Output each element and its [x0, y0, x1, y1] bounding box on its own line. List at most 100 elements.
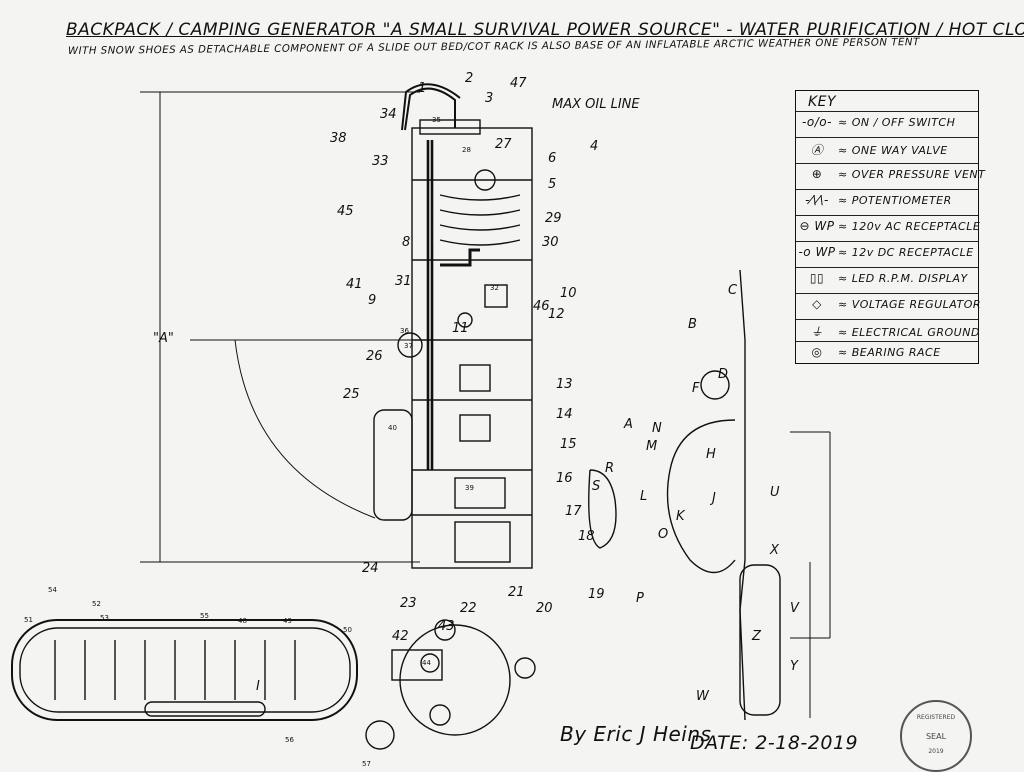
letter-label: D	[718, 367, 728, 382]
letter-label: K	[676, 509, 686, 524]
part-label: 17	[565, 504, 582, 519]
key-item-switch: -o/o-≈ ON / OFF SWITCH	[796, 115, 980, 129]
key-item-ac: ⊖ WP≈ 120v AC RECEPTACLE	[796, 219, 980, 233]
letter-label: B	[688, 317, 697, 332]
part-label: 5	[548, 177, 556, 192]
part-label: 4	[590, 139, 598, 154]
key-item-vent: ⊕≈ OVER PRESSURE VENT	[796, 167, 985, 181]
part-label: 45	[337, 204, 354, 219]
letter-label: L	[640, 489, 647, 504]
part-label: 38	[330, 131, 347, 146]
ground-icon: ⏚	[810, 325, 824, 339]
letter-label: J	[709, 491, 716, 506]
part-label: 23	[400, 596, 417, 611]
dc-receptacle-icon: -o WP	[798, 245, 836, 259]
letter-label: O	[658, 527, 668, 542]
part-label: 35	[432, 116, 441, 124]
part-label: 3	[485, 91, 493, 106]
key-item-valve: Ⓐ≈ ONE WAY VALVE	[796, 141, 980, 158]
part-label: 1	[418, 81, 426, 96]
part-label: 40	[388, 424, 397, 432]
letter-label: A	[623, 417, 633, 432]
part-label: 44	[422, 659, 431, 667]
letter-label: C	[728, 283, 738, 298]
part-label: 56	[285, 736, 294, 744]
part-label: 27	[495, 137, 512, 152]
valve-icon: Ⓐ	[810, 143, 824, 157]
part-label: 25	[343, 387, 360, 402]
dimension-a-label: "A"	[153, 331, 174, 346]
fuel-tank	[373, 409, 413, 521]
part-label: 18	[578, 529, 595, 544]
potentiometer-icon: -⁄\⁄\-	[805, 193, 829, 207]
part-label: 30	[542, 235, 559, 250]
part-label: 12	[548, 307, 565, 322]
part-label: 22	[460, 601, 477, 616]
bearing-assembly	[365, 619, 536, 750]
part-label: 24	[362, 561, 379, 576]
part-label: 52	[92, 600, 101, 608]
part-label: 50	[343, 626, 352, 634]
part-label: 54	[48, 586, 57, 594]
part-label: 36	[400, 327, 409, 335]
part-9-wheel	[397, 332, 423, 358]
letter-label: M	[646, 439, 657, 454]
date: DATE: 2-18-2019	[690, 732, 859, 754]
key-heading: KEY	[808, 94, 837, 110]
part-label: 49	[283, 617, 292, 625]
part-label: 53	[100, 614, 109, 622]
letter-label: S	[592, 479, 600, 494]
part-label: 33	[372, 154, 389, 169]
letter-label: I	[256, 679, 260, 694]
part-label: 41	[346, 277, 363, 292]
part-label: 9	[368, 293, 376, 308]
key-item-led: ▯▯≈ LED R.P.M. DISPLAY	[796, 271, 980, 285]
signature: By Eric J Heins	[560, 722, 712, 746]
part-label: 43	[438, 619, 455, 634]
part-label: 8	[402, 235, 410, 250]
letter-label: V	[790, 601, 800, 616]
part-label: 15	[560, 437, 577, 452]
part-label: 28	[462, 146, 471, 154]
part-label: 6	[548, 151, 556, 166]
letter-label: H	[706, 447, 716, 462]
part-label: 21	[508, 585, 525, 600]
snowshoe-assembly	[588, 269, 781, 721]
bearing-icon: ◎	[811, 345, 823, 359]
diagram-title: BACKPACK / CAMPING GENERATOR "A SMALL SU…	[66, 20, 1024, 40]
legend-key: KEY -o/o-≈ ON / OFF SWITCH Ⓐ≈ ONE WAY VA…	[795, 90, 985, 364]
part-label: 2	[465, 71, 473, 86]
key-item-bearing: ◎≈ BEARING RACE	[796, 345, 980, 359]
key-item-dc: -o WP≈ 12v DC RECEPTACLE	[796, 245, 980, 259]
switch-icon: -o/o-	[802, 115, 832, 129]
regulator-icon: ◇	[812, 297, 822, 311]
part-label: 13	[556, 377, 573, 392]
part-label: 10	[560, 286, 577, 301]
part-label: 14	[556, 407, 573, 422]
part-label: 37	[404, 342, 413, 350]
part-label: 42	[392, 629, 409, 644]
part-label: 20	[536, 601, 553, 616]
letter-label: N	[652, 421, 662, 436]
part-label: 31	[395, 274, 412, 289]
part-label: 48	[238, 617, 247, 625]
part-label: 19	[588, 587, 605, 602]
letter-label: U	[770, 485, 780, 500]
part-label: 47	[510, 76, 527, 91]
part-label: 57	[362, 760, 371, 768]
part-label: 34	[380, 107, 397, 122]
letter-label: F	[692, 381, 700, 396]
part-label: 32	[490, 284, 499, 292]
letter-label: Z	[751, 629, 762, 644]
letter-label: W	[696, 689, 710, 704]
part-label: 51	[24, 616, 33, 624]
letter-label: P	[636, 591, 644, 606]
part-label: 39	[465, 484, 474, 492]
dimension-a	[140, 91, 420, 563]
part-label: 11	[452, 321, 469, 336]
letter-label: Y	[790, 659, 799, 674]
engineer-seal: REGISTERED SEAL 2019	[900, 700, 972, 772]
part-label: 16	[556, 471, 573, 486]
key-item-potentiometer: -⁄\⁄\-≈ POTENTIOMETER	[796, 193, 980, 207]
